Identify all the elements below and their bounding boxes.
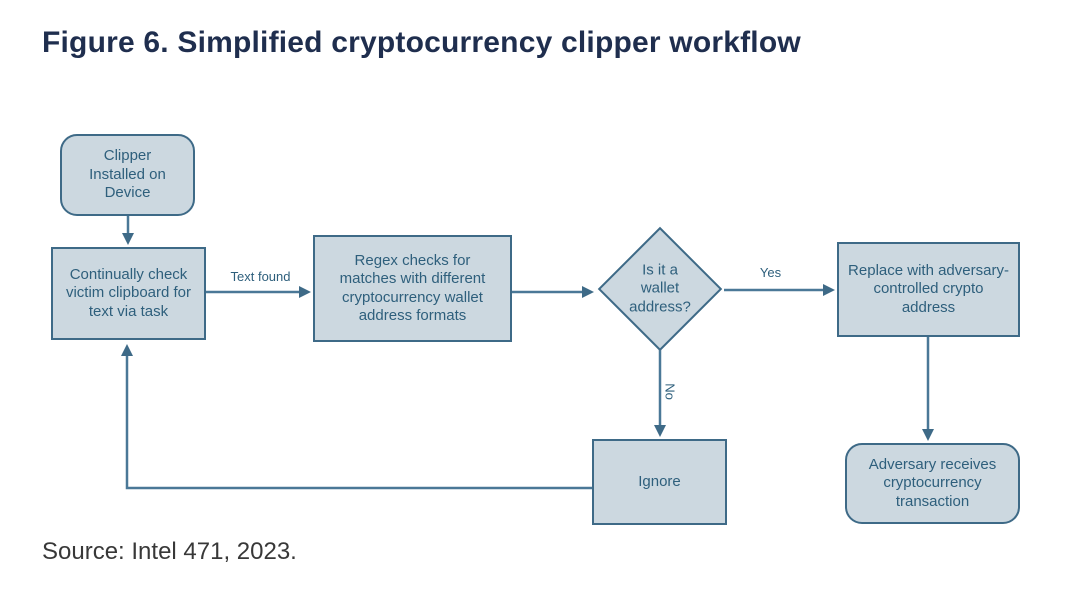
source-caption: Source: Intel 471, 2023. [42,538,297,565]
figure-title: Figure 6. Simplified cryptocurrency clip… [42,26,801,59]
node-check-clipboard-label: Continually check victim clipboard for t… [65,265,192,320]
node-check-clipboard: Continually check victim clipboard for t… [51,247,206,340]
node-clipper-installed: Clipper Installed on Device [60,134,195,216]
connector-ignore-to-check [121,344,592,490]
node-wallet-decision: Is it a wallet address? [597,226,723,352]
node-replace-address: Replace with adversary-controlled crypto… [837,242,1020,337]
edge-label-yes: Yes [759,265,782,280]
edge-label-no: No [662,383,678,400]
node-ignore-label: Ignore [638,472,681,490]
node-adversary-receives-label: Adversary receives cryptocurrency transa… [868,455,997,510]
node-replace-address-label: Replace with adversary-controlled crypto… [848,261,1009,316]
node-wallet-decision-label: Is it a wallet address? [629,261,691,316]
edge-label-text-found: Text found [230,269,291,284]
node-ignore: Ignore [592,439,727,525]
node-adversary-receives: Adversary receives cryptocurrency transa… [845,443,1020,524]
node-regex-checks-label: Regex checks for matches with different … [339,251,486,324]
node-regex-checks: Regex checks for matches with different … [313,235,512,342]
node-clipper-installed-label: Clipper Installed on Device [89,147,166,202]
